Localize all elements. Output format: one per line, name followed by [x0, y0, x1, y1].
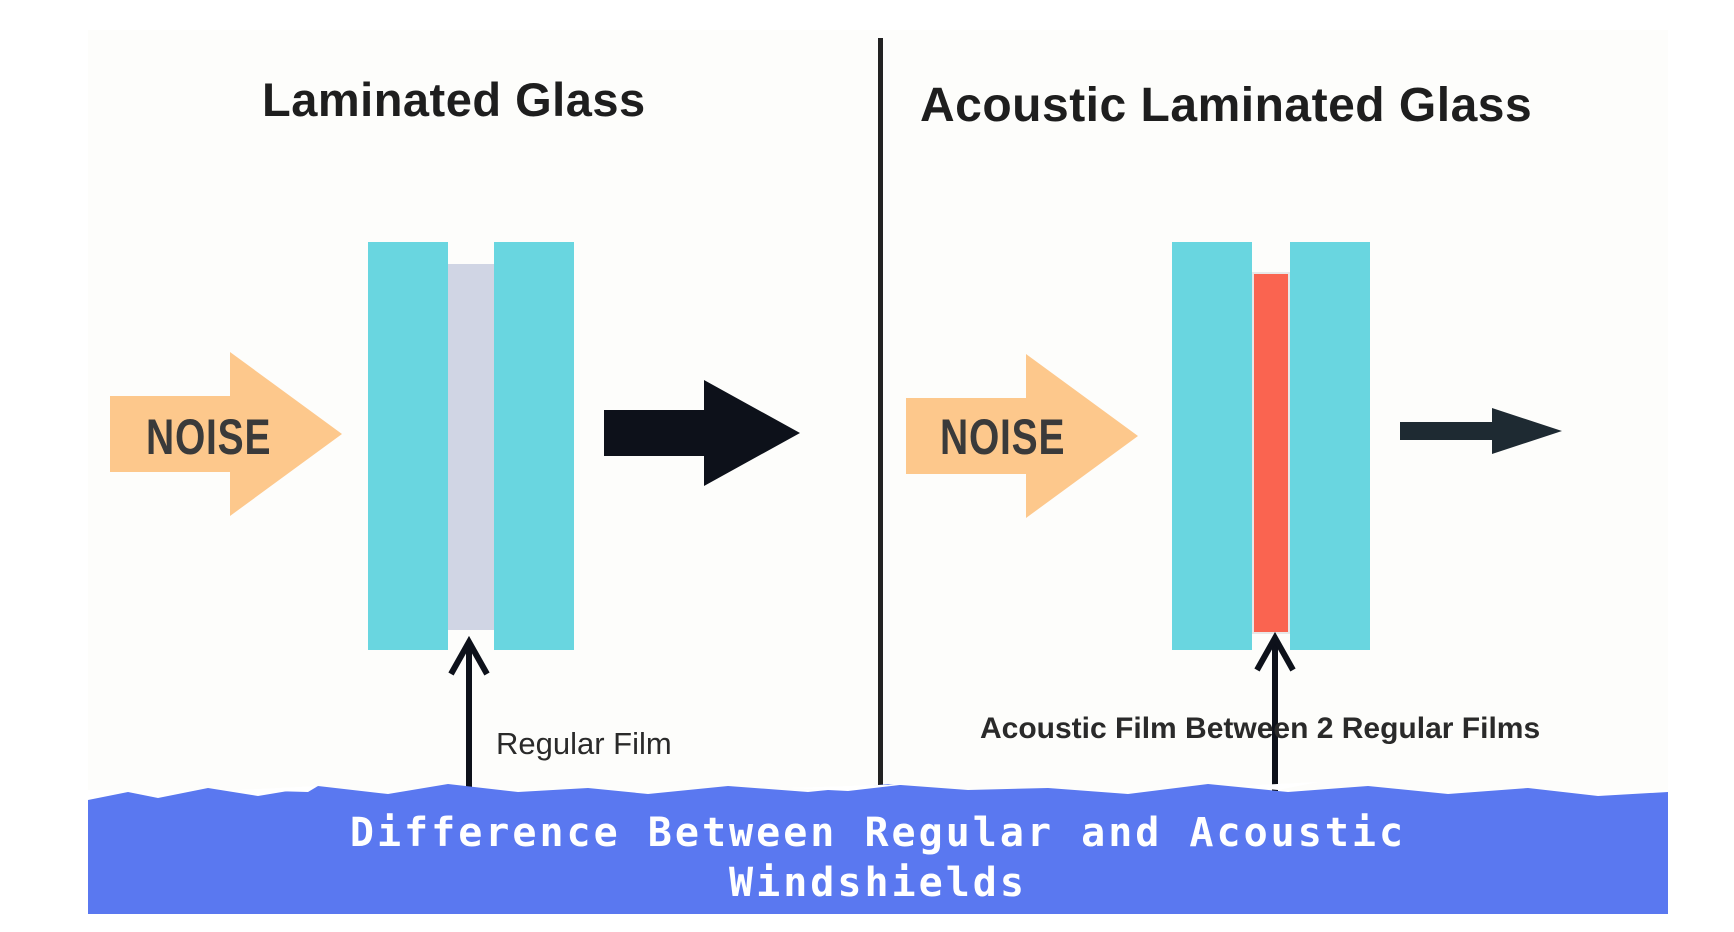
regular-film-label: Regular Film — [496, 726, 672, 761]
glass-pane-right-outer — [1172, 242, 1252, 650]
glass-pane-left-inner — [494, 242, 574, 650]
noise-arrow-left — [110, 352, 342, 516]
transmitted-sound-arrow-small — [1400, 408, 1562, 454]
transmitted-sound-arrow-large — [604, 380, 800, 486]
caption-banner-text: Difference Between Regular and Acoustic … — [88, 808, 1668, 908]
regular-film-layer — [448, 264, 494, 630]
noise-label-right: NOISE — [940, 409, 1066, 465]
caption-line-1: Difference Between Regular and Acoustic — [349, 810, 1407, 856]
panel-divider — [878, 38, 883, 786]
regular-film-pointer-arrow — [448, 635, 490, 796]
glass-pane-left-outer — [368, 242, 448, 650]
acoustic-film-label: Acoustic Film Between 2 Regular Films — [980, 712, 1541, 745]
glass-pane-right-inner — [1290, 242, 1370, 650]
noise-arrow-right — [906, 354, 1138, 518]
acoustic-film-layer — [1252, 272, 1290, 634]
caption-line-2: Windshields — [729, 860, 1027, 906]
caption-banner-background — [88, 782, 1668, 914]
acoustic-film-pointer-arrow — [1254, 631, 1296, 796]
acoustic-laminated-glass-title: Acoustic Laminated Glass — [920, 79, 1533, 132]
noise-label-left: NOISE — [146, 409, 272, 465]
laminated-glass-title: Laminated Glass — [262, 73, 646, 126]
